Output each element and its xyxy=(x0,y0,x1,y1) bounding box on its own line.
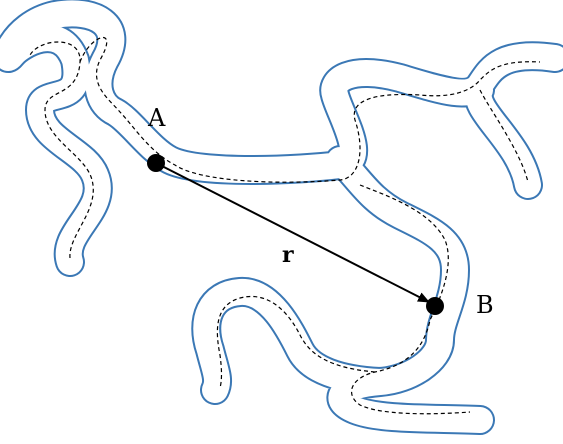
point-a-label: A xyxy=(147,104,166,132)
primitive-path xyxy=(29,36,541,415)
tube-outline xyxy=(0,0,563,435)
vector-r-label: r xyxy=(282,242,294,268)
point-b-marker xyxy=(426,297,444,315)
end-to-end-vector xyxy=(155,162,430,303)
point-a-marker xyxy=(147,154,165,172)
point-b-label: B xyxy=(476,291,494,319)
